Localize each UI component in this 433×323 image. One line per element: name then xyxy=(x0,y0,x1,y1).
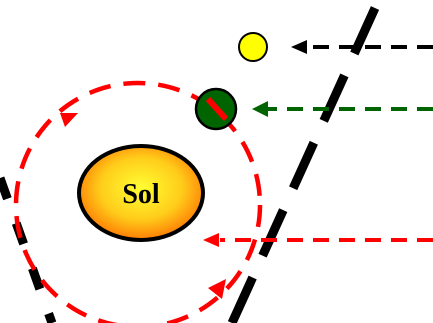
orbit-arrowhead-bottom xyxy=(208,279,226,299)
black-arrowhead xyxy=(291,40,307,54)
red-arrowhead xyxy=(203,233,219,247)
sun-label: Sol xyxy=(122,179,160,210)
yellow-body xyxy=(239,33,267,61)
green-arrowhead xyxy=(252,101,268,117)
orbit-arrowhead-top xyxy=(60,113,78,127)
